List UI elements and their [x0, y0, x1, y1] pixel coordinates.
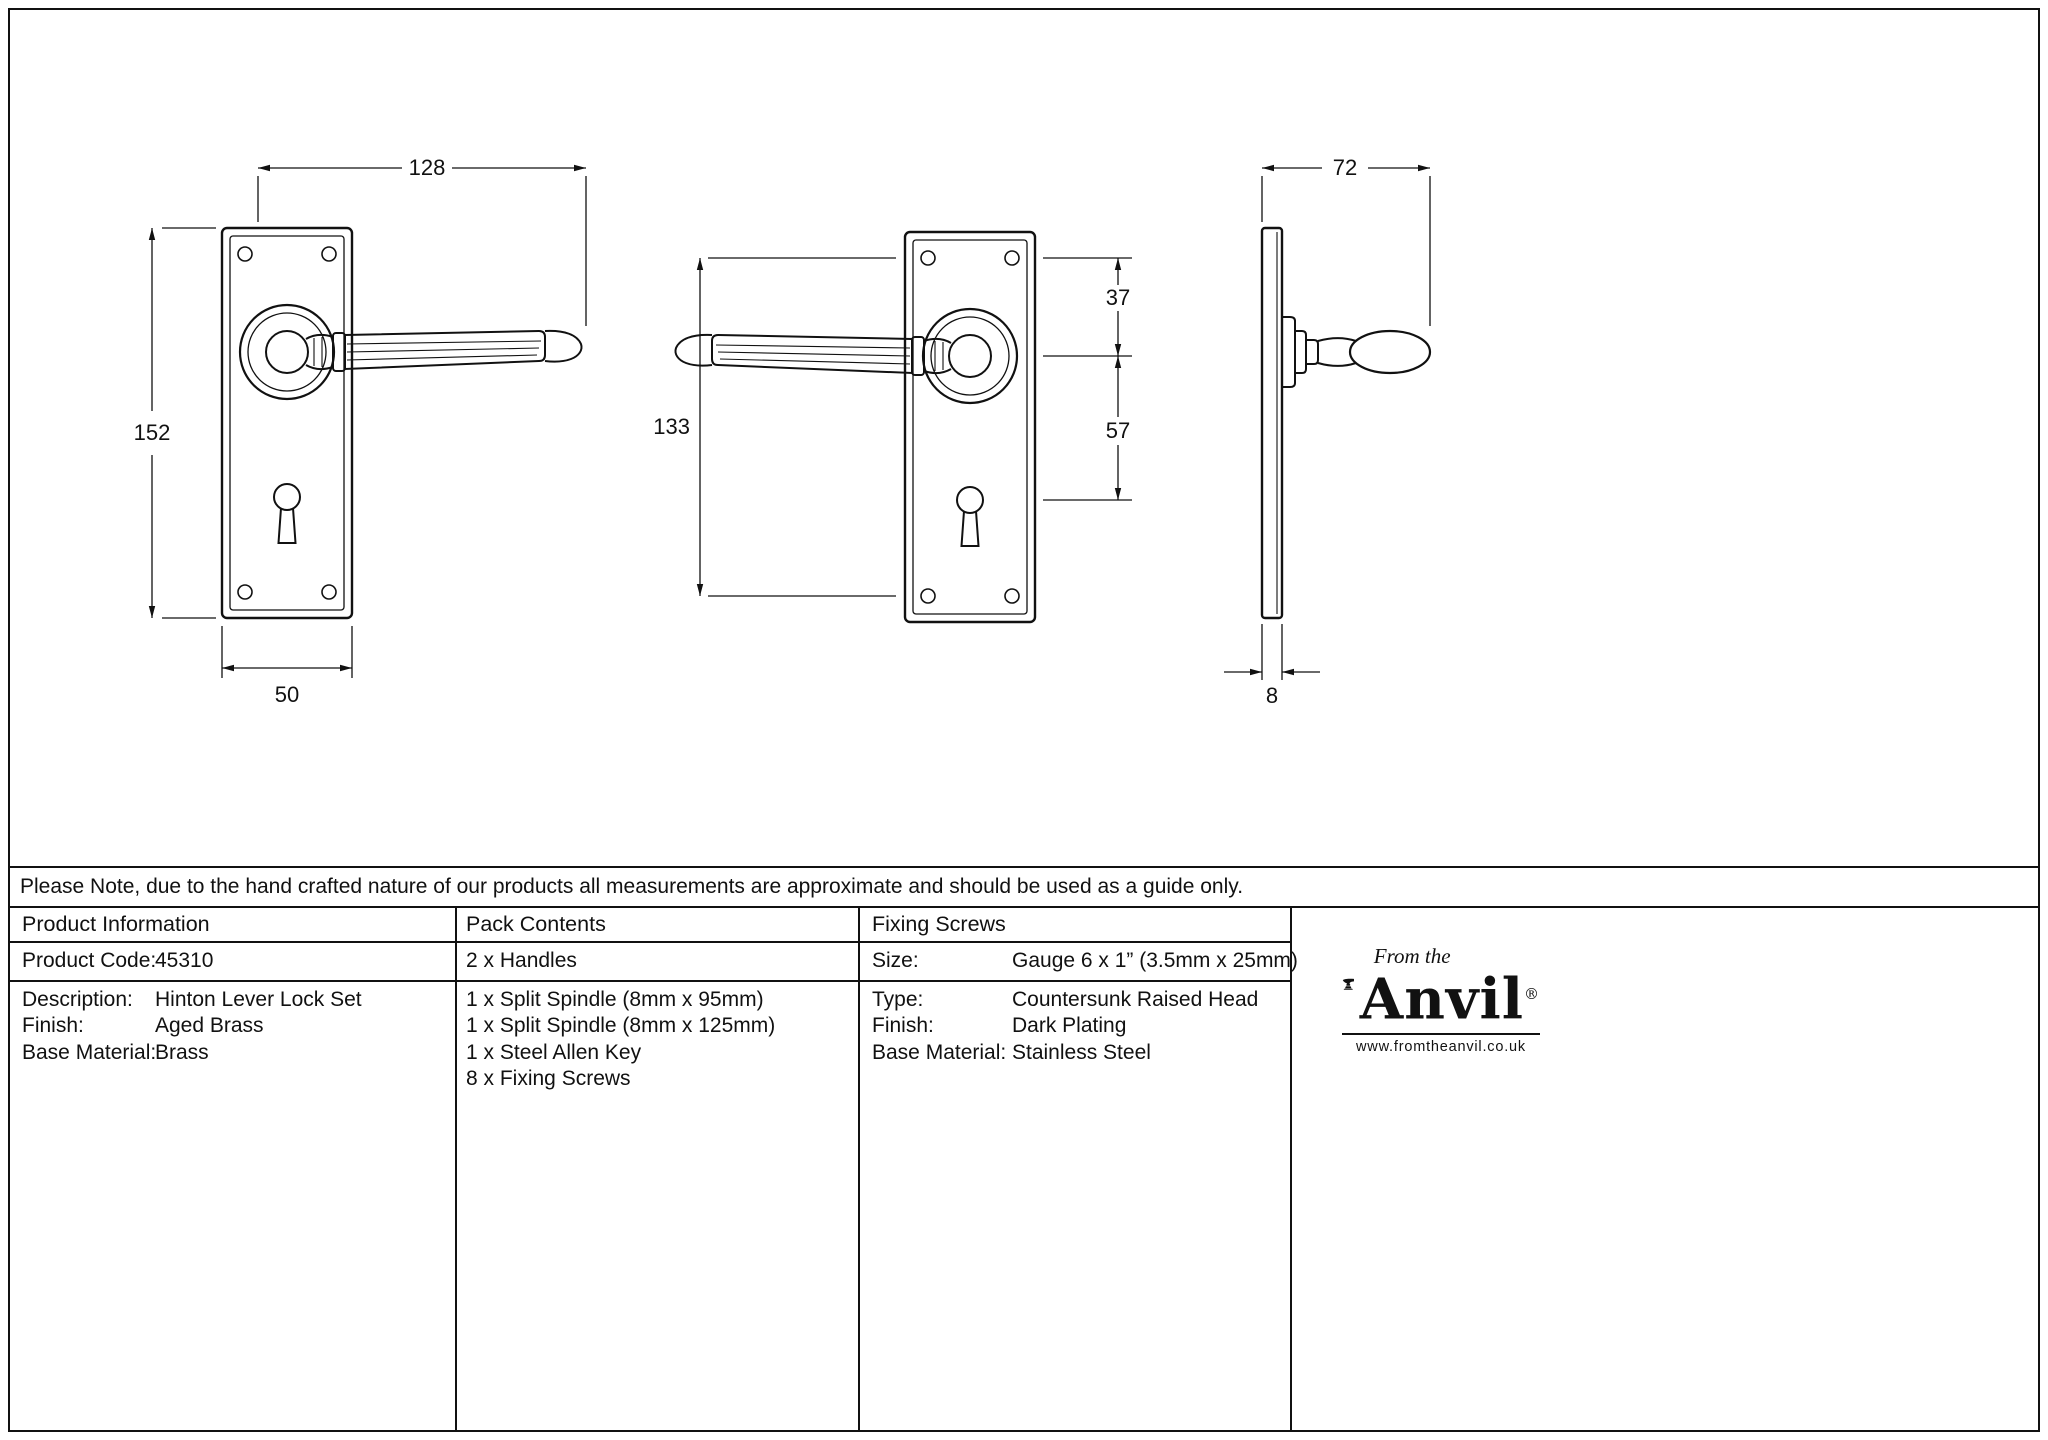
dim-label-projection: 72	[1333, 155, 1357, 180]
field-value: Brass	[155, 1041, 209, 1064]
field-label: Product Code:	[22, 949, 157, 972]
field-value: Hinton Lever Lock Set	[155, 988, 362, 1011]
backplate	[220, 226, 354, 620]
field-value: Countersunk Raised Head	[1012, 988, 1259, 1011]
field-label: Description:	[22, 988, 133, 1011]
header-rule	[8, 941, 1292, 943]
logo-url: www.fromtheanvil.co.uk	[1356, 1038, 1526, 1055]
dimensions-front-external	[148, 164, 587, 678]
base-material-row: Base Material:Brass	[22, 1041, 209, 1065]
dim-label-length: 128	[409, 155, 446, 180]
finish-row: Finish: Aged Brass	[22, 1014, 264, 1038]
backplate	[903, 230, 1037, 624]
registered-mark: ®	[1524, 985, 1540, 1003]
screw-finish-row: Finish: Dark Plating	[872, 1014, 1126, 1038]
handle-grip-profile	[1348, 329, 1432, 375]
description-row: Description: Hinton Lever Lock Set	[22, 988, 362, 1012]
pack-item: 1 x Split Spindle (8mm x 125mm)	[466, 1014, 776, 1037]
field-value: Aged Brass	[155, 1014, 264, 1037]
anvil-icon	[1342, 978, 1354, 990]
product-code-row: Product Code:45310	[22, 949, 213, 973]
dimensions-side	[1224, 164, 1431, 680]
screw-type-row: Type: Countersunk Raised Head	[872, 988, 1258, 1012]
screw-base-material-row: Base Material:Stainless Steel	[872, 1041, 1151, 1065]
field-label: Finish:	[22, 1014, 84, 1037]
rose	[921, 307, 1019, 405]
product-information-header: Product Information	[22, 912, 210, 936]
field-label: Base Material:	[22, 1041, 157, 1064]
side-view	[1260, 226, 1432, 620]
logo-name: Anvil	[1359, 966, 1524, 1033]
field-label: Type:	[872, 988, 924, 1011]
logo-tagline: From the	[1373, 944, 1451, 968]
table-top-rule	[8, 906, 2040, 908]
front-view-handle-left	[674, 230, 1037, 624]
field-value: Stainless Steel	[1012, 1041, 1151, 1064]
field-value: Gauge 6 x 1” (3.5mm x 25mm)	[1012, 949, 1298, 972]
dimensions-front-internal	[696, 257, 1132, 597]
dim-label-spindle-to-keyhole: 57	[1106, 418, 1130, 443]
logo-divider	[1290, 906, 1292, 1432]
technical-drawing: 128 152 50 133 37 57	[134, 155, 1432, 708]
pack-item: 1 x Split Spindle (8mm x 95mm)	[466, 988, 764, 1011]
field-label: Base Material:	[872, 1041, 1007, 1064]
field-value: 45310	[155, 949, 214, 972]
fixing-screws-header: Fixing Screws	[872, 912, 1006, 936]
rose	[238, 303, 336, 401]
logo-rule	[1342, 1032, 1540, 1035]
keyhole-icon	[956, 486, 984, 547]
dim-label-plate-width: 50	[275, 682, 299, 707]
lever-handle	[265, 329, 583, 374]
field-label: Size:	[872, 949, 919, 972]
note-top-rule	[8, 866, 2040, 868]
pack-item: 2 x Handles	[466, 949, 577, 972]
keyhole-icon	[273, 483, 301, 544]
front-view-handle-right	[220, 226, 583, 620]
column-divider-1	[455, 906, 457, 1432]
column-divider-2	[858, 906, 860, 1432]
first-row-rule	[8, 980, 1292, 982]
backplate-edge	[1260, 226, 1284, 620]
lever-handle	[674, 333, 992, 378]
dim-label-screw-centres: 133	[653, 414, 690, 439]
field-value: Dark Plating	[1012, 1014, 1127, 1037]
measurement-note: Please Note, due to the hand crafted nat…	[20, 875, 1244, 898]
pack-item: 8 x Fixing Screws	[466, 1067, 631, 1090]
anvil-logo: From the Anvil® www.fromtheanvil.co.uk	[1342, 946, 1540, 1055]
screw-size-row: Size: Gauge 6 x 1” (3.5mm x 25mm)	[872, 949, 1298, 973]
pack-contents-header: Pack Contents	[466, 912, 606, 936]
dim-label-height: 152	[134, 420, 171, 445]
dim-label-thickness: 8	[1266, 683, 1278, 708]
field-label: Finish:	[872, 1014, 934, 1037]
pack-item: 1 x Steel Allen Key	[466, 1041, 642, 1064]
dim-label-screw-to-spindle: 37	[1106, 285, 1130, 310]
